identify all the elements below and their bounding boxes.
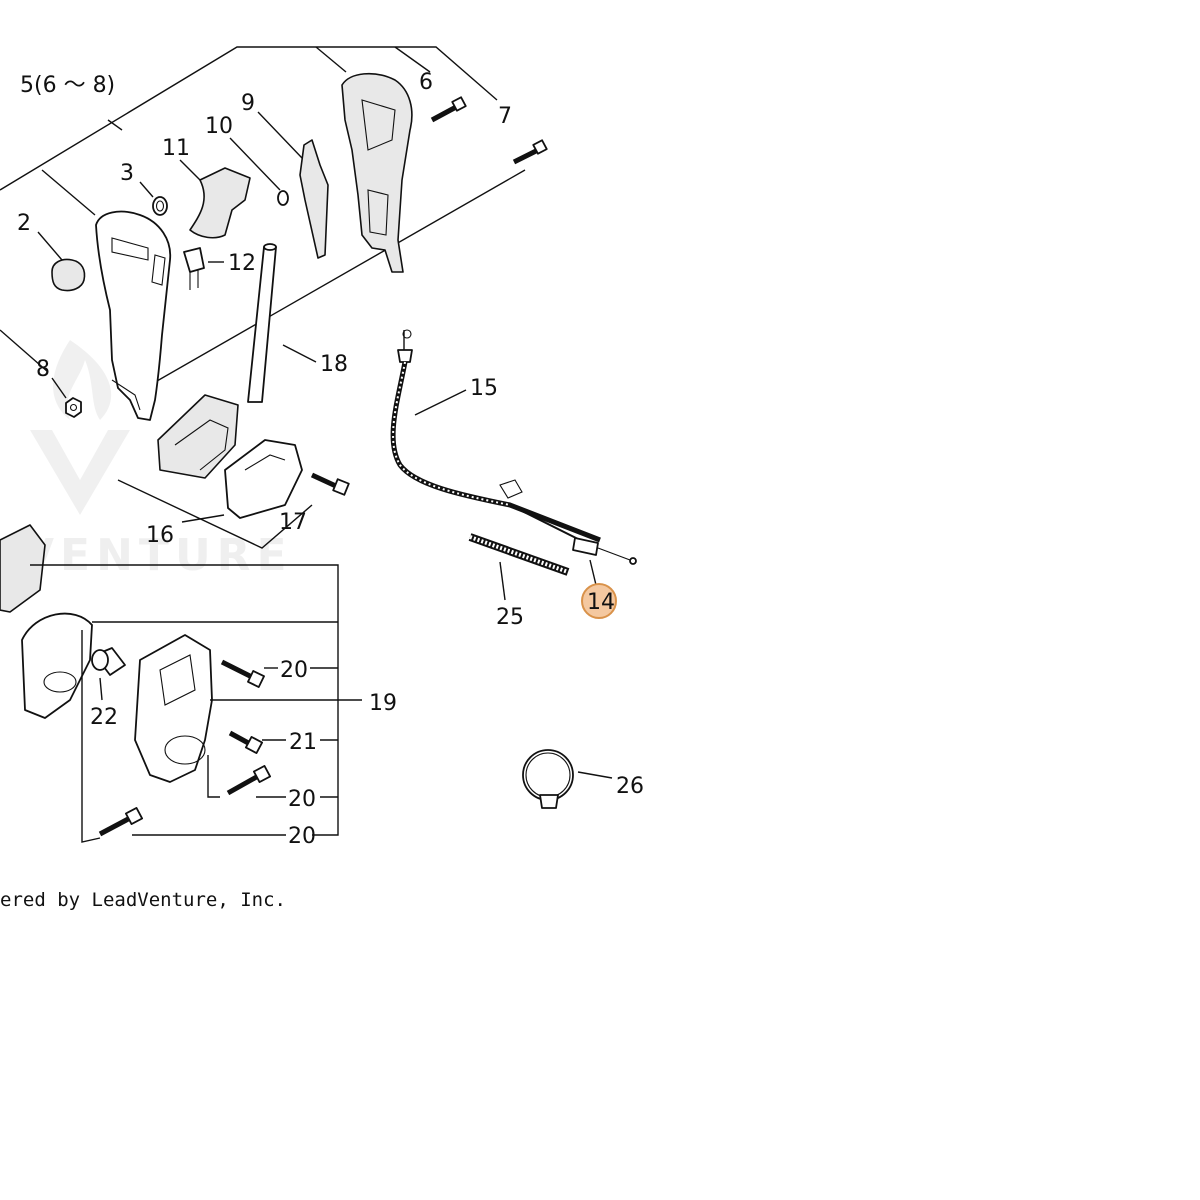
part-14-highlight[interactable] <box>581 583 617 619</box>
label-7[interactable]: 7 <box>498 104 512 129</box>
part-19-clamp <box>134 634 213 783</box>
part-2-button <box>37 231 86 292</box>
label-18[interactable]: 18 <box>320 352 348 377</box>
label-5[interactable]: 5(6 ～ 8) <box>20 73 115 98</box>
label-6[interactable]: 6 <box>419 70 433 95</box>
label-26[interactable]: 26 <box>616 774 644 799</box>
label-12[interactable]: 12 <box>228 251 256 276</box>
part-handle-body <box>95 210 172 421</box>
label-17[interactable]: 17 <box>279 510 307 535</box>
label-20-bottom[interactable]: 20 <box>288 824 316 849</box>
label-16[interactable]: 16 <box>146 523 174 548</box>
label-15[interactable]: 15 <box>470 376 498 401</box>
part-18-tube <box>247 243 317 403</box>
label-20-top[interactable]: 20 <box>280 658 308 683</box>
part-26-ring <box>522 749 613 809</box>
part-lower-left-block <box>0 524 93 719</box>
part-8-nut <box>51 377 82 418</box>
part-handle-half-right <box>341 72 413 273</box>
lower-assembly-bracket <box>30 564 362 843</box>
part-11-trigger <box>179 159 251 239</box>
part-3-spring <box>139 181 168 216</box>
assembly-5-bracket <box>0 46 526 386</box>
part-22-bushing <box>91 647 126 701</box>
part-15-cable <box>390 329 601 543</box>
credit-text: ered by LeadVenture, Inc. <box>0 889 286 911</box>
part-12-connector <box>183 247 224 290</box>
part-17-bolt <box>310 472 350 496</box>
label-9[interactable]: 9 <box>241 91 255 116</box>
part-16-bracket <box>157 394 303 519</box>
part-14-cable-end <box>509 504 637 586</box>
callout-labels: 5(6 ～ 8) 6 7 9 10 11 3 2 12 8 18 15 16 1… <box>17 70 644 849</box>
label-19[interactable]: 19 <box>369 691 397 716</box>
bolts-20-21 <box>98 659 272 837</box>
label-14[interactable]: 14 <box>587 590 615 615</box>
bracket-16-17 <box>117 479 313 549</box>
label-22[interactable]: 22 <box>90 705 118 730</box>
part-9-lever <box>257 111 329 259</box>
label-8[interactable]: 8 <box>36 357 50 382</box>
label-20-middle[interactable]: 20 <box>288 787 316 812</box>
label-10[interactable]: 10 <box>205 114 233 139</box>
label-11[interactable]: 11 <box>162 136 190 161</box>
label-2[interactable]: 2 <box>17 211 31 236</box>
label-21[interactable]: 21 <box>289 730 317 755</box>
part-25-spring <box>468 533 570 601</box>
part-6-screw <box>430 96 467 123</box>
label-3[interactable]: 3 <box>120 161 134 186</box>
part-10-spring <box>229 137 289 206</box>
label-25[interactable]: 25 <box>496 605 524 630</box>
part-7-screw <box>512 139 548 165</box>
